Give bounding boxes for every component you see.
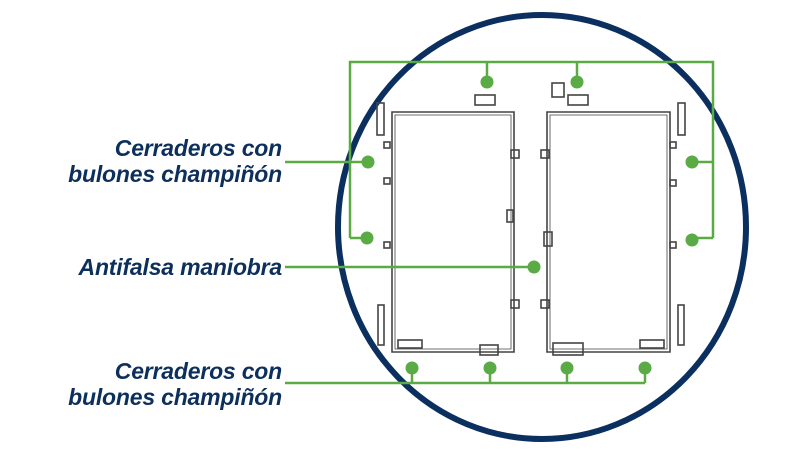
window-frame-left: [376, 94, 520, 356]
frame-circle: [335, 12, 749, 442]
label-bottom-strikers: Cerraderos con bulones champiñón: [68, 358, 282, 410]
callout-dot: [685, 155, 699, 169]
label-antifalsa: Antifalsa maniobra: [78, 254, 283, 280]
callout-dot: [361, 155, 375, 169]
callout-dot: [570, 75, 584, 89]
label-bottom-line2: bulones champiñón: [68, 384, 282, 410]
callout-dot: [560, 361, 574, 375]
callout-lines: [285, 60, 715, 385]
callout-dot: [483, 361, 497, 375]
label-top-line2: bulones champiñón: [68, 161, 282, 187]
label-top-line1: Cerraderos con: [114, 135, 282, 161]
label-bottom-line1: Cerraderos con: [114, 358, 282, 384]
callout-dot: [638, 361, 652, 375]
callout-dot: [405, 361, 419, 375]
callout-dot: [480, 75, 494, 89]
callout-dot: [685, 233, 699, 247]
window-frame-right: [540, 82, 686, 356]
callout-dots: [360, 75, 699, 375]
label-top-strikers: Cerraderos con bulones champiñón: [68, 135, 282, 187]
callout-dot: [527, 260, 541, 274]
callout-dot: [360, 231, 374, 245]
